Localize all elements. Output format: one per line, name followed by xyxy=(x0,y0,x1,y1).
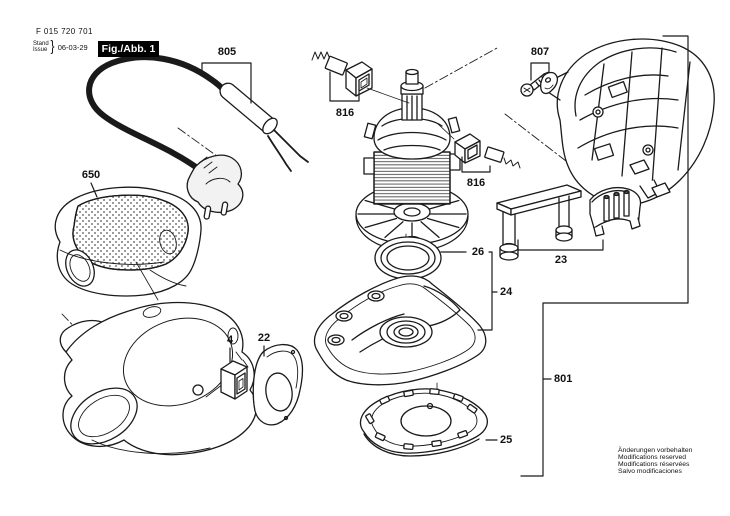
callout-22: 22 xyxy=(257,332,271,344)
switch-drawing xyxy=(220,360,248,400)
notice-line-de: Änderungen vorbehalten xyxy=(618,447,693,454)
issue-date: 06-03-29 xyxy=(57,42,88,52)
main-housing-drawing xyxy=(59,301,257,456)
callout-650: 650 xyxy=(81,169,101,181)
modifications-notice: Änderungen vorbehalten Modifications res… xyxy=(618,447,692,475)
stand-label: Stand xyxy=(33,40,49,47)
callout-4: 4 xyxy=(226,334,234,346)
callout-801: 801 xyxy=(554,373,573,385)
callout-26: 26 xyxy=(471,246,485,258)
motor-armature-drawing xyxy=(355,68,469,257)
figure-label-box: Fig./Abb. 1 xyxy=(98,41,159,57)
document-number: F 015 720 701 xyxy=(36,27,93,36)
issue-label: Issue xyxy=(33,47,48,53)
callout-23: 23 xyxy=(554,254,568,266)
carbon-brush-upper-drawing xyxy=(311,51,410,104)
callout-807: 807 xyxy=(530,46,550,58)
sanding-pad-drawing xyxy=(359,382,488,457)
figure-label: Fig./Abb. 1 xyxy=(101,43,156,55)
cover-plate-drawing xyxy=(252,343,304,426)
notice-line-en: Modifications reserved xyxy=(618,454,686,462)
top-housing-shell-drawing xyxy=(547,38,715,211)
callout-816-right: 816 xyxy=(466,177,486,189)
backing-plate-drawing xyxy=(313,275,487,386)
screw-and-clamp-drawing xyxy=(520,71,558,97)
issue-brace: } xyxy=(50,38,55,55)
callout-25: 25 xyxy=(500,434,513,446)
callout-24: 24 xyxy=(500,286,513,298)
callout-805: 805 xyxy=(217,46,237,58)
seal-ring-drawing xyxy=(374,236,442,280)
carbon-brush-right-drawing xyxy=(437,123,521,169)
support-frame-drawing xyxy=(496,184,642,261)
callout-816-upper: 816 xyxy=(335,107,355,119)
callout-lines xyxy=(90,35,689,477)
issue-block: Stand Issue } 06-03-29 xyxy=(33,38,88,55)
notice-line-es: Salvo modificaciones xyxy=(618,468,682,476)
power-cord-drawing xyxy=(86,54,309,220)
dust-box-drawing xyxy=(54,186,202,301)
notice-line-fr: Modifications réservées xyxy=(618,461,690,469)
